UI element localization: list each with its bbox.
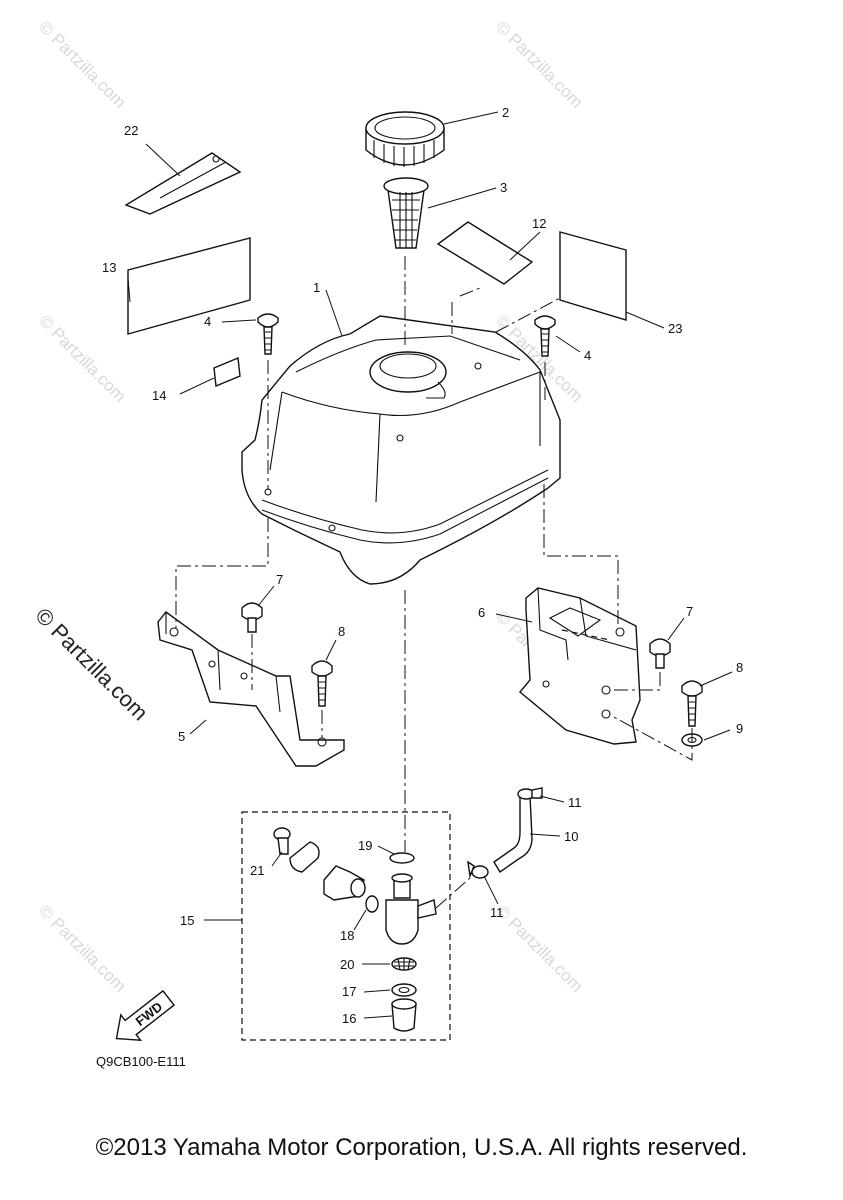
- label-1: 1: [313, 280, 320, 295]
- part-4-bolt-left: [257, 313, 279, 355]
- part-23-label: [559, 231, 627, 321]
- label-9: 9: [736, 721, 743, 736]
- part-10-fuel-hose: [493, 795, 533, 874]
- label-2: 2: [502, 105, 509, 120]
- part-2-fuel-cap: [365, 111, 445, 167]
- part-14-label: [213, 356, 241, 388]
- part-1-fuel-tank: [241, 315, 561, 585]
- part-12-label: [436, 221, 534, 285]
- watermark-2: © Partzilla.com: [492, 17, 586, 111]
- label-8-left: 8: [338, 624, 345, 639]
- label-23: 23: [668, 321, 682, 336]
- part-18-lever: [323, 865, 366, 901]
- part-13-label: [127, 237, 251, 335]
- label-15: 15: [180, 913, 194, 928]
- diagram-code: Q9CB100-E111: [96, 1054, 186, 1069]
- label-10: 10: [564, 829, 578, 844]
- part-16-fuel-cup: [391, 998, 417, 1032]
- label-14: 14: [152, 388, 166, 403]
- copyright-notice: ©2013 Yamaha Motor Corporation, U.S.A. A…: [95, 1134, 748, 1161]
- part-number-labels: 2 3 12 1 22 13 14 23 4 4 5 6 7 8 7 8 9 1…: [102, 105, 743, 1026]
- label-11-bottom: 11: [490, 905, 504, 920]
- part-11-clip-bottom: [467, 860, 489, 879]
- part-15-fuel-cock-assembly-box: [241, 811, 451, 1041]
- label-13: 13: [102, 260, 116, 275]
- part-8-bolt-left: [311, 660, 333, 707]
- label-22: 22: [124, 123, 138, 138]
- watermark-7: © Partzilla.com: [492, 901, 586, 995]
- label-16: 16: [342, 1011, 356, 1026]
- label-18: 18: [340, 928, 354, 943]
- watermark-6: © Partzilla.com: [35, 901, 129, 995]
- watermark-main: © Partzilla.com: [30, 603, 153, 726]
- part-11-clip-top: [517, 787, 543, 800]
- label-8-right: 8: [736, 660, 743, 675]
- part-5-bracket-left: [157, 611, 345, 767]
- label-17: 17: [342, 984, 356, 999]
- part-21-plate: [289, 841, 320, 873]
- leader-lines: [127, 111, 733, 1019]
- watermark-3: © Partzilla.com: [35, 311, 129, 405]
- part-7-grommet-left: [241, 602, 263, 633]
- label-4-right: 4: [584, 348, 591, 363]
- part-20-screen: [391, 957, 417, 971]
- label-12: 12: [532, 216, 546, 231]
- fwd-arrow-icon: [115, 989, 176, 1041]
- watermark-1: © Partzilla.com: [35, 17, 129, 111]
- fuel-cock-body: [385, 873, 437, 945]
- part-7-grommet-right: [649, 638, 671, 669]
- label-7-left: 7: [276, 572, 283, 587]
- part-6-bracket-right: [519, 587, 641, 745]
- part-4-bolt-right: [534, 315, 556, 357]
- label-7-right: 7: [686, 604, 693, 619]
- part-19-gasket: [389, 852, 415, 864]
- label-5: 5: [178, 729, 185, 744]
- label-11-top: 11: [568, 795, 582, 810]
- alignment-lines: [175, 256, 693, 909]
- label-19: 19: [358, 838, 372, 853]
- part-17-seal: [391, 983, 417, 997]
- label-21: 21: [250, 863, 264, 878]
- label-4-left: 4: [204, 314, 211, 329]
- part-22-decal: [124, 152, 242, 215]
- part-18-o-ring: [365, 895, 379, 913]
- label-3: 3: [500, 180, 507, 195]
- part-3-fuel-strainer: [383, 177, 429, 249]
- label-6: 6: [478, 605, 485, 620]
- part-21-screw: [273, 827, 291, 855]
- part-8-bolt-right: [681, 680, 703, 727]
- label-20: 20: [340, 957, 354, 972]
- fwd-arrow: FWD: [115, 989, 176, 1041]
